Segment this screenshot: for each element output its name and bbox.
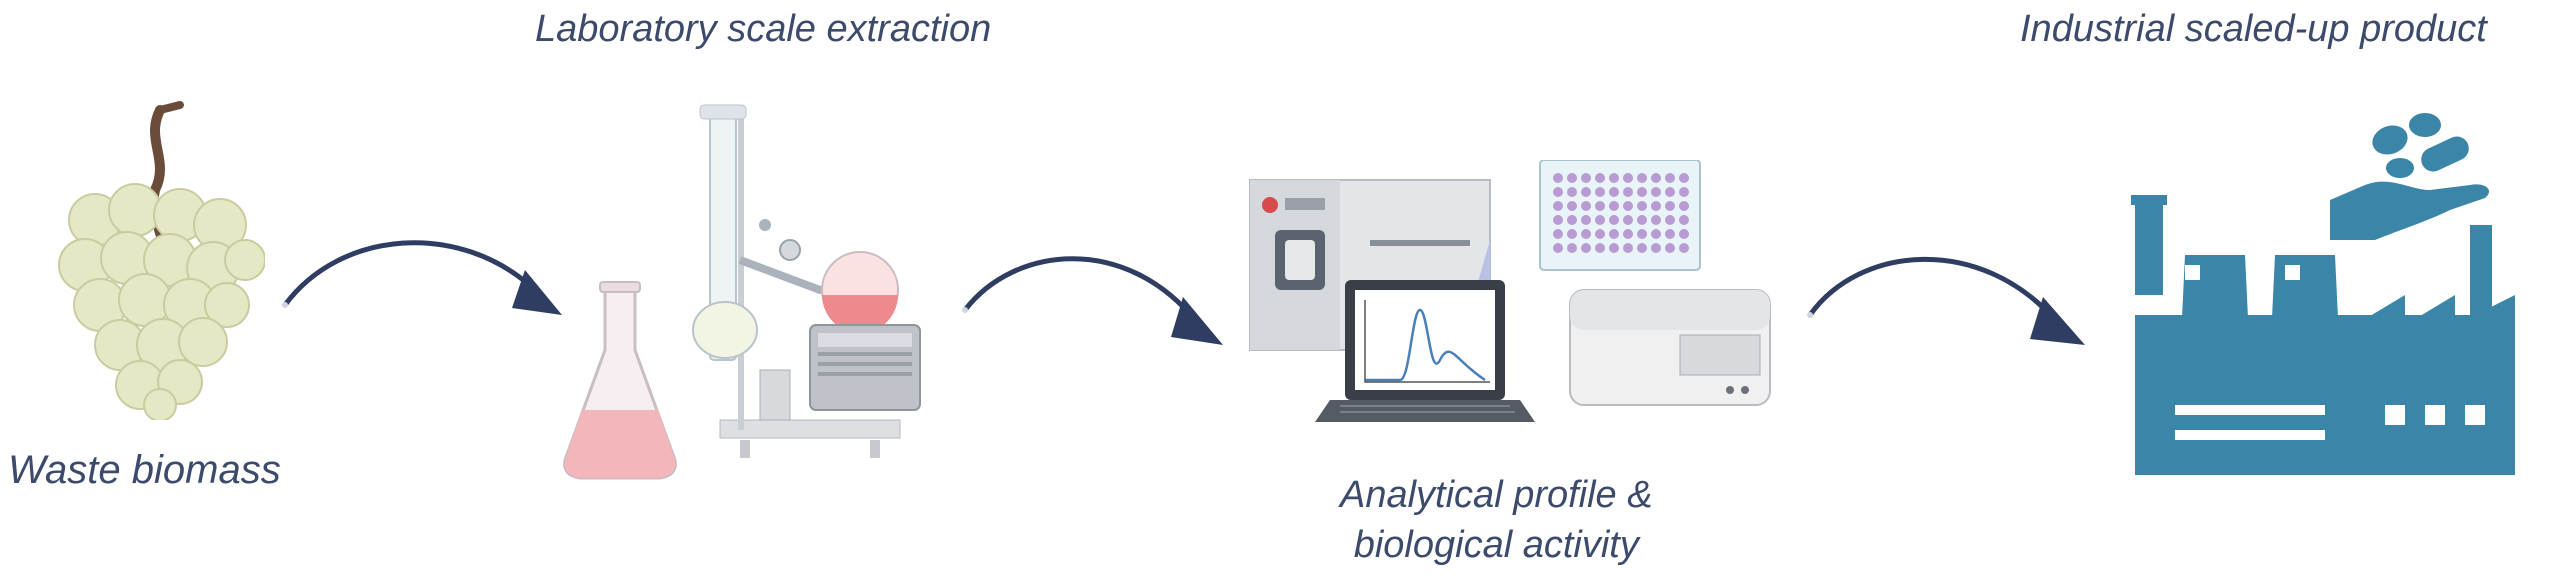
label-laboratory-scale-extraction: Laboratory scale extraction <box>535 8 992 50</box>
label-industrial-scaled-up-product: Industrial scaled-up product <box>2020 8 2487 50</box>
arrow-analytical-to-industrial <box>1800 235 2100 355</box>
arrow-lab-to-analytical <box>955 235 1235 355</box>
microplate-icon <box>1539 160 1701 271</box>
plate-reader-icon <box>1569 289 1771 406</box>
label-analytical-line1: Analytical profile & <box>1340 474 1653 516</box>
erlenmeyer-flask-icon <box>563 281 677 480</box>
arrow-waste-to-lab <box>270 220 570 330</box>
label-analytical-line2: biological activity <box>1353 524 1639 566</box>
factory-icon <box>2115 195 2515 475</box>
grape-cluster-icon <box>55 100 265 420</box>
laptop-chromatogram-icon <box>1315 280 1535 422</box>
hand-pills-icon <box>2320 90 2510 250</box>
analytical-instruments-group <box>1240 160 1780 460</box>
label-waste-biomass: Waste biomass <box>8 448 281 492</box>
rotary-evaporator-icon <box>560 90 940 490</box>
label-analytical-profile: Analytical profile & biological activity <box>1340 470 1653 570</box>
